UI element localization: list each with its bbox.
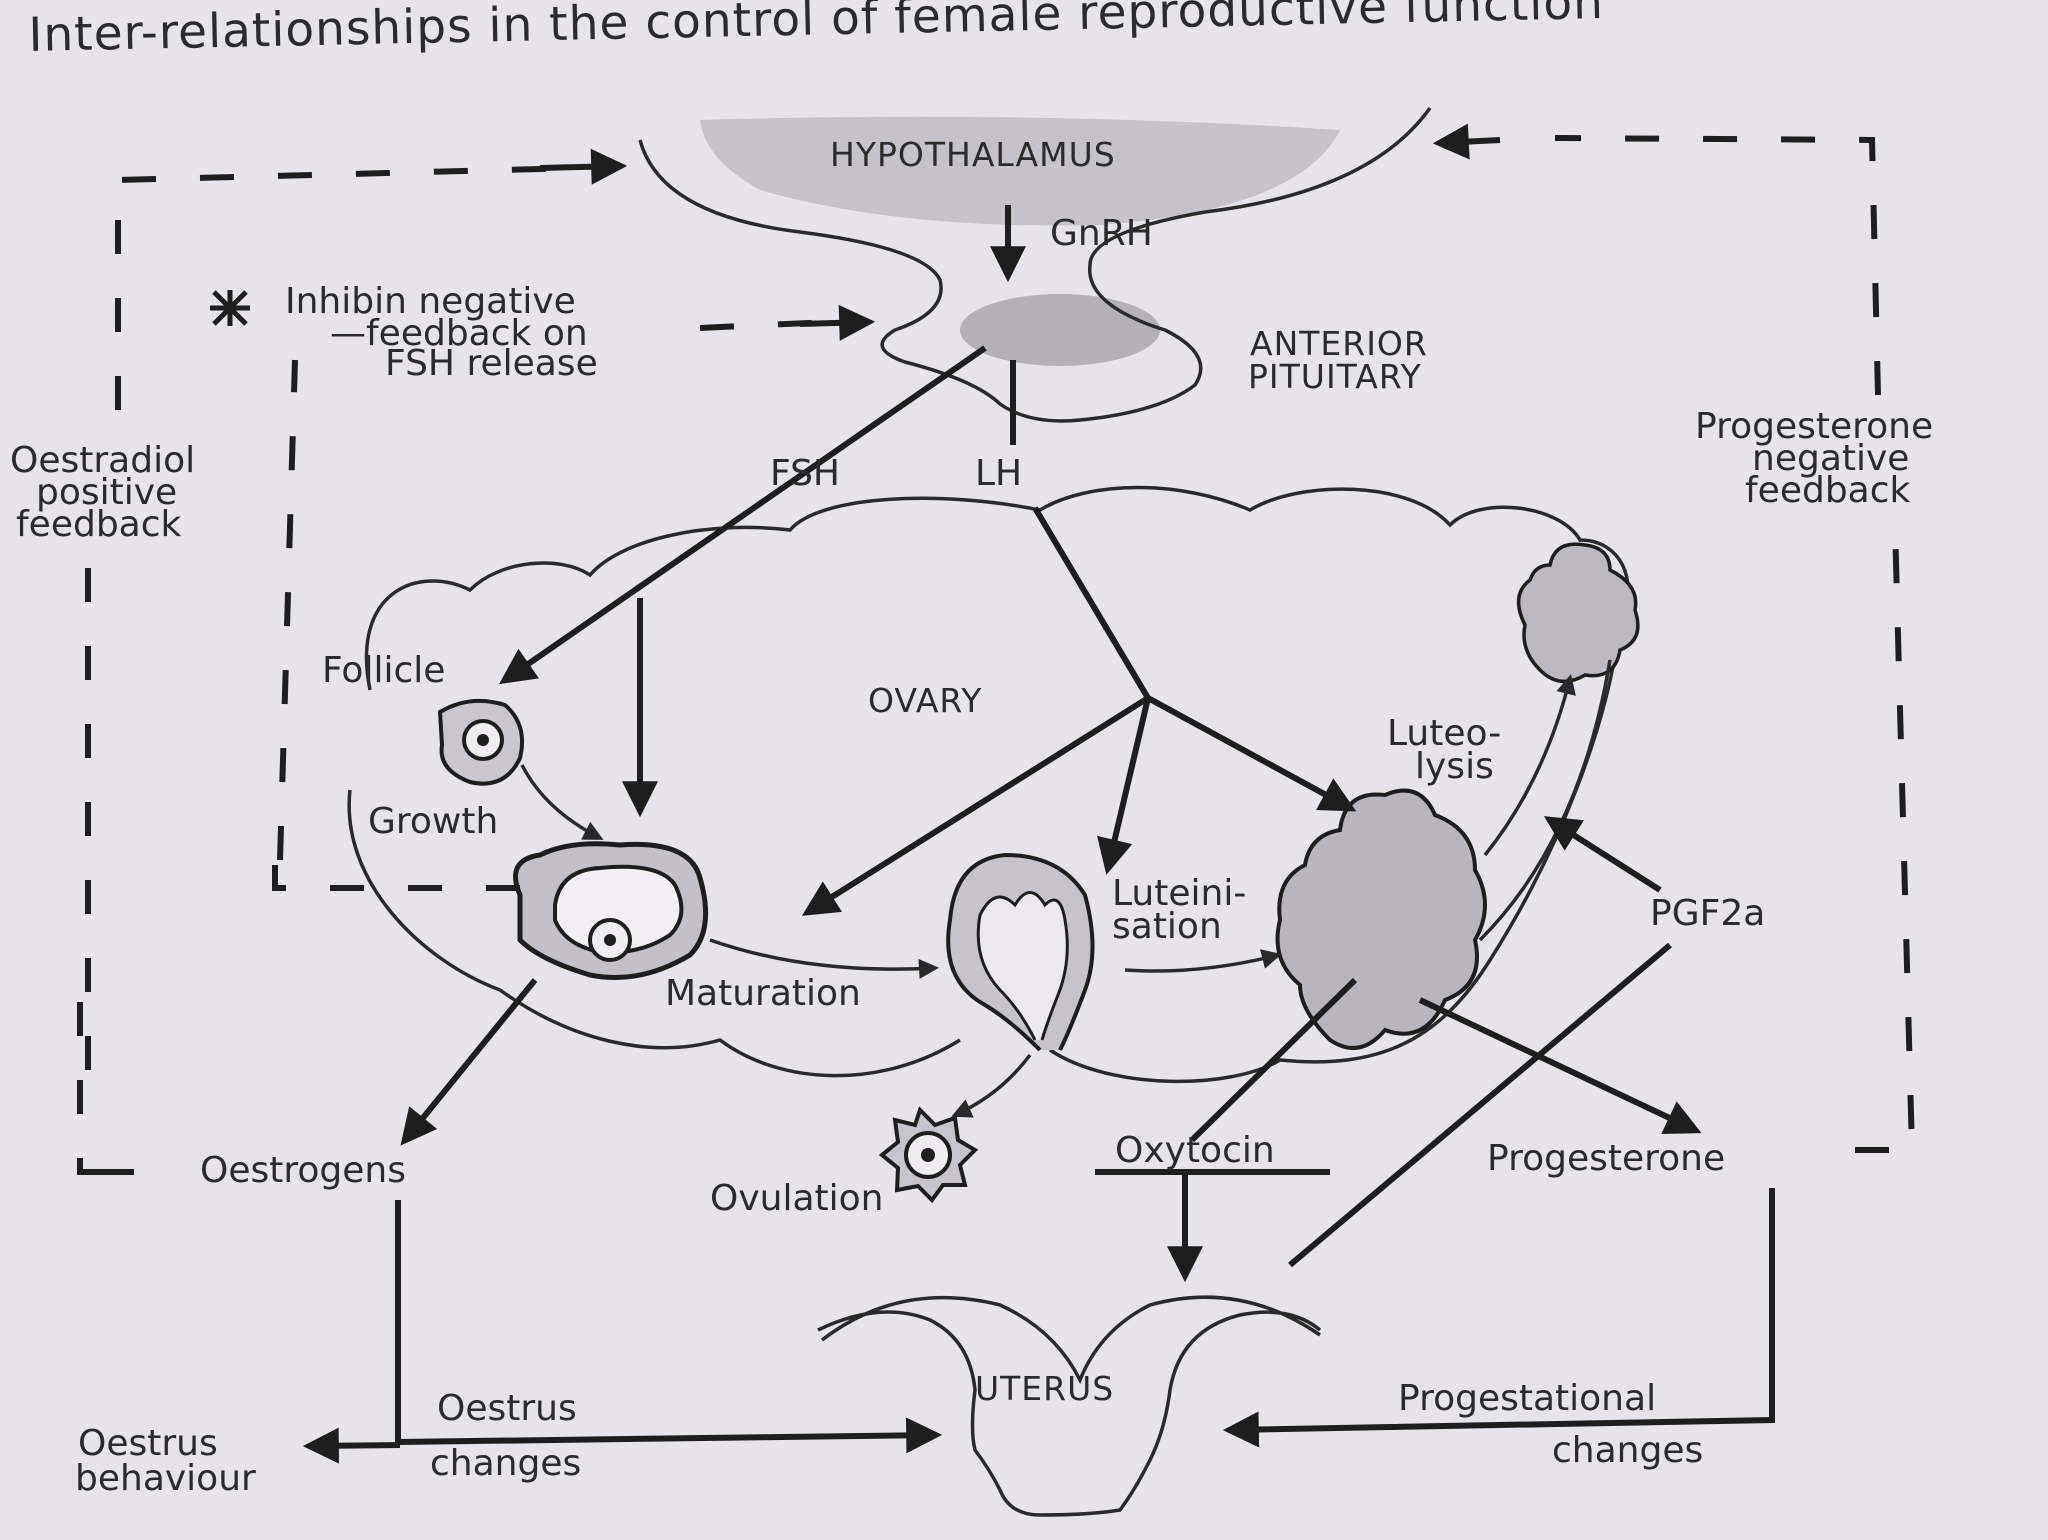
lh-maturation-arrow	[801, 695, 1150, 916]
oestradiol-feedback-loop	[77, 165, 581, 1175]
pituitary-shade	[960, 294, 1160, 366]
growth-arrow	[520, 764, 604, 840]
progestational-changes-label-2: changes	[1552, 1430, 1703, 1471]
luteolysis-outer-curve	[1478, 659, 1612, 942]
progesterone-arrow	[1418, 997, 1702, 1134]
oestradiol-label-3: feedback	[16, 504, 182, 545]
corpus-luteum-icon	[1275, 788, 1487, 1050]
uterus-outline	[820, 1295, 1321, 1385]
progesterone-feedback-label-3: feedback	[1745, 470, 1911, 511]
oestrus-changes-label-2: changes	[430, 1443, 581, 1484]
luteinisation-label-1: Luteini-	[1112, 873, 1246, 914]
growth-label: Growth	[368, 801, 498, 842]
hypothalamus-label: HYPOTHALAMUS	[830, 135, 1116, 174]
pgf2a-from-uterus	[1288, 942, 1672, 1268]
anterior-pituitary-label-2: PITUITARY	[1248, 357, 1422, 396]
fsh-line	[499, 345, 987, 685]
oestrus-behaviour-label-2: behaviour	[75, 1458, 256, 1499]
maturation-arrow	[709, 938, 939, 979]
progesterone-label: Progesterone	[1487, 1138, 1725, 1179]
oestradiol-label-2: positive	[36, 472, 177, 513]
mature-nucleus-icon	[604, 934, 616, 946]
ovum-nucleus-icon	[921, 1148, 935, 1162]
oestrus-changes-label-1: Oestrus	[437, 1388, 577, 1429]
progestational-changes-label-1: Progestational	[1398, 1378, 1656, 1419]
pgf2a-arrow	[1543, 816, 1662, 893]
pgf2a-label: PGF2a	[1650, 893, 1765, 934]
ovulation-label: Ovulation	[710, 1178, 883, 1219]
oestradiol-feedback-arrow	[539, 148, 628, 185]
luteolysis-label-1: Luteo-	[1387, 713, 1501, 754]
progesterone-feedback-label-2: negative	[1752, 438, 1909, 479]
luteinisation-label-2: sation	[1112, 906, 1222, 947]
oxytocin-line	[1189, 977, 1358, 1143]
luteolysis-label-2: lysis	[1415, 746, 1494, 787]
oestradiol-label-1: Oestradiol	[10, 440, 195, 481]
follicle-label: Follicle	[322, 650, 445, 691]
asterisk-icon	[210, 290, 250, 326]
hypothalamus-outline	[638, 106, 1432, 423]
follicle-nucleus-icon	[477, 734, 489, 746]
lh-to-branch	[1032, 506, 1151, 700]
lh-luteinisation-arrow	[1146, 695, 1357, 812]
oestrogens-arrow	[400, 978, 538, 1146]
progestational-arrow	[1222, 1188, 1775, 1448]
anterior-pituitary-label-1: ANTERIOR	[1250, 324, 1428, 363]
uterus-body	[817, 1310, 1322, 1517]
corpus-albicans-icon	[1516, 542, 1640, 684]
ruptured-follicle-inner	[976, 891, 1069, 1041]
gnrh-label: GnRH	[1050, 213, 1153, 254]
progesterone-feedback-label-1: Progesterone	[1695, 406, 1933, 447]
progesterone-feedback-arrow	[1432, 123, 1501, 160]
oestrus-changes-arrow	[397, 1417, 943, 1454]
oxytocin-label: Oxytocin	[1115, 1130, 1275, 1171]
inhibin-label-1: Inhibin negative	[285, 281, 576, 322]
luteinisation-thin-arrow	[1124, 949, 1282, 973]
oestrus-behaviour-arrow	[302, 1427, 401, 1464]
lh-ovulation-arrow	[1097, 697, 1151, 876]
ovary-outline	[347, 485, 1630, 1084]
maturation-label: Maturation	[665, 973, 861, 1014]
ovulation-thin-arrow	[951, 1053, 1032, 1118]
uterus-label: UTERUS	[975, 1369, 1114, 1408]
inhibin-feedback-arrow	[799, 304, 876, 341]
luteolysis-arrow	[1483, 674, 1576, 857]
oestrus-behaviour-label-1: Oestrus	[78, 1423, 218, 1464]
oestrogens-label: Oestrogens	[200, 1150, 406, 1191]
fsh-label: FSH	[770, 453, 840, 494]
inhibin-label-2: —feedback on	[330, 313, 588, 354]
ovary-label: OVARY	[868, 681, 982, 720]
inhibin-feedback-loop	[272, 359, 520, 891]
hypothalamus-shade	[700, 116, 1340, 226]
lh-label: LH	[975, 453, 1022, 494]
inhibin-label-3: FSH release	[385, 343, 598, 384]
